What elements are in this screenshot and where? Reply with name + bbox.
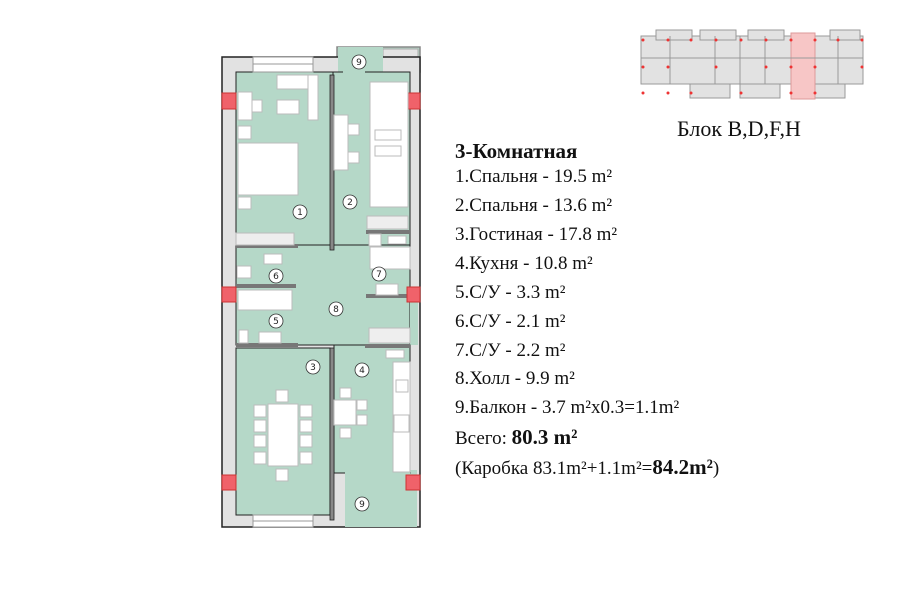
room-line-5: 5.С/У - 3.3 m²	[455, 282, 566, 303]
room-number-3: 3	[310, 363, 316, 373]
room-number-5: 5	[273, 317, 279, 327]
total-line: Всего: 80.3 m²	[455, 425, 577, 450]
room-number-8: 8	[333, 305, 339, 315]
total-label: Всего:	[455, 428, 507, 449]
room-number-4: 4	[359, 366, 365, 376]
room-line-9: 9.Балкон - 3.7 m²x0.3=1.1m²	[455, 397, 680, 418]
column	[221, 474, 237, 491]
apartment-title: 3-Комнатная	[455, 139, 578, 163]
box-suffix: )	[712, 458, 720, 479]
column	[405, 474, 421, 491]
room-line-4: 4.Кухня - 10.8 m²	[455, 253, 593, 274]
box-area-line: (Каробка 83.1m²+1.1m²=84.2m²)	[455, 455, 719, 480]
column	[406, 92, 421, 110]
room-number-9: 9	[356, 58, 362, 68]
total-value: 80.3 m²	[511, 425, 578, 449]
room-number-6: 6	[273, 272, 279, 282]
room-number-2: 2	[347, 198, 353, 208]
column	[406, 286, 421, 303]
room-line-1: 1.Спальня - 19.5 m²	[455, 166, 613, 187]
room-line-6: 6.С/У - 2.1 m²	[455, 311, 566, 332]
dining-table	[267, 403, 299, 467]
column	[221, 92, 237, 110]
room-number-9b: 9	[359, 500, 365, 510]
bed	[237, 142, 299, 196]
box-prefix: (Каробка 83.1m²+1.1m²=	[455, 458, 653, 479]
room-number-1: 1	[297, 208, 303, 218]
room-number-7: 7	[376, 270, 382, 280]
block-label: Блок B,D,F,H	[677, 116, 801, 141]
box-value: 84.2m²	[652, 455, 713, 479]
room-line-2: 2.Спальня - 13.6 m²	[455, 195, 613, 216]
column	[221, 286, 237, 303]
room-line-3: 3.Гостиная - 17.8 m²	[455, 224, 618, 245]
wardrobe	[369, 81, 409, 208]
room-line-7: 7.С/У - 2.2 m²	[455, 340, 566, 361]
room-line-8: 8.Холл - 9.9 m²	[455, 368, 575, 389]
